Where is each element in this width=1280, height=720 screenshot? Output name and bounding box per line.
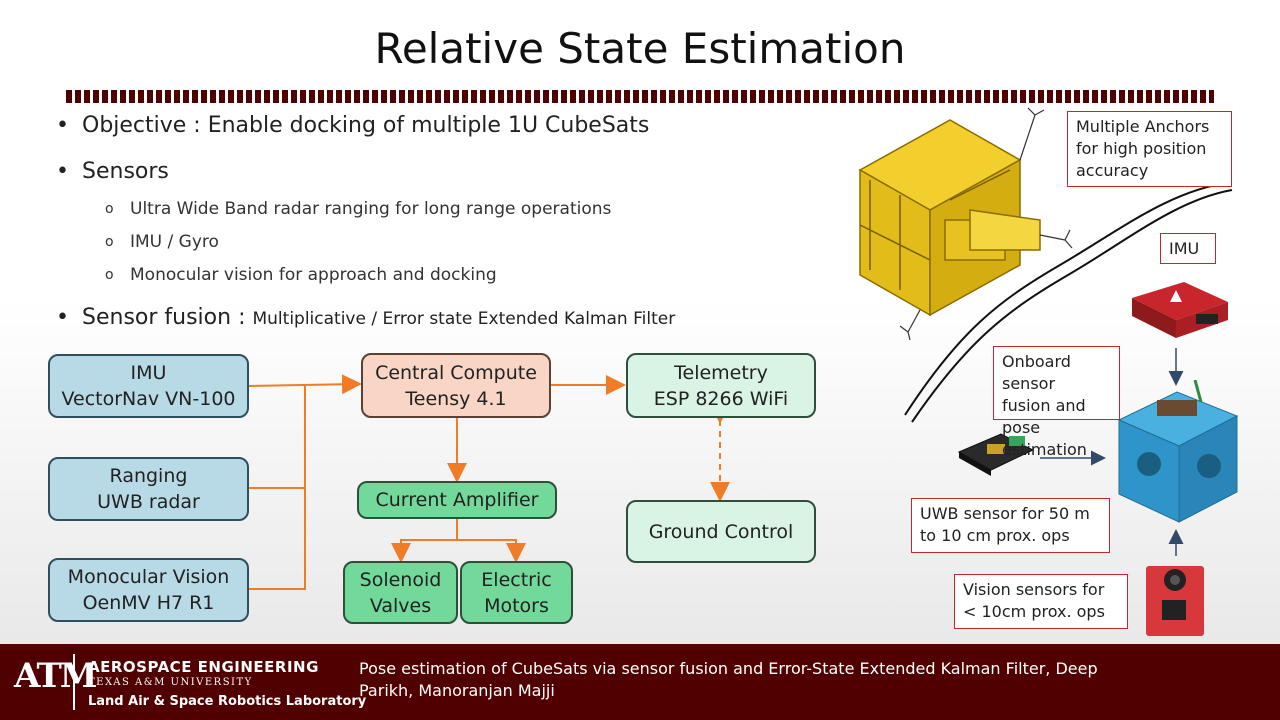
imu-sensor-image: [1132, 282, 1228, 338]
ground-control-box: Ground Control: [626, 500, 816, 563]
citation-line: Parikh, Manoranjan Majji: [359, 681, 555, 700]
sensors-text: Sensors: [82, 159, 169, 184]
callout-line: IMU: [1169, 239, 1200, 258]
vision-callout: Vision sensors for < 10cm prox. ops: [954, 574, 1128, 629]
slide-title: Relative State Estimation: [374, 24, 906, 73]
compute-box-subtitle: Teensy 4.1: [405, 387, 507, 410]
logo-divider: [73, 654, 75, 710]
electric-motors-box: Electric Motors: [460, 561, 573, 624]
fusion-label: Sensor fusion :: [82, 305, 246, 330]
citation-line: Pose estimation of CubeSats via sensor f…: [359, 659, 1098, 678]
ground-box-title: Ground Control: [648, 520, 794, 543]
objective-text: Objective : Enable docking of multiple 1…: [82, 113, 650, 138]
callout-line: to 10 cm prox. ops: [920, 526, 1070, 545]
imu-callout: IMU: [1160, 233, 1216, 264]
telemetry-box-subtitle: ESP 8266 WiFi: [653, 387, 789, 410]
sensor-item: o IMU / Gyro: [105, 232, 219, 252]
central-compute-box: Central Compute Teensy 4.1: [361, 353, 551, 418]
sensor-item-text: Ultra Wide Band radar ranging for long r…: [130, 199, 612, 219]
sub-bullet: o: [105, 201, 114, 217]
callout-line: Multiple Anchors: [1076, 117, 1210, 136]
callout-line: estimation: [1002, 440, 1087, 459]
uwb-sensor-image: [957, 433, 1035, 476]
imu-box-subtitle: VectorNav VN-100: [61, 388, 236, 410]
compute-box-title: Central Compute: [375, 361, 537, 384]
callout-line: for high position: [1076, 139, 1207, 158]
sensor-item: o Ultra Wide Band radar ranging for long…: [105, 199, 612, 219]
imu-box-title: IMU: [130, 362, 167, 384]
ranging-box-subtitle: UWB radar: [97, 491, 200, 513]
bullet-sensors: • Sensors: [56, 159, 169, 184]
dept-name: AEROSPACE ENGINEERING: [88, 658, 319, 676]
solenoid-box-subtitle: Valves: [369, 594, 432, 617]
fusion-detail: Multiplicative / Error state Extended Ka…: [252, 309, 676, 329]
university-name: TEXAS A&M UNIVERSITY: [88, 677, 253, 688]
bullet-dot: •: [56, 305, 69, 330]
callout-line: Vision sensors for: [963, 580, 1105, 599]
sub-bullet: o: [105, 267, 114, 283]
title-divider: [66, 90, 1214, 103]
uwb-callout: UWB sensor for 50 m to 10 cm prox. ops: [911, 498, 1110, 553]
sensor-item-text: IMU / Gyro: [130, 232, 219, 252]
bullet-dot: •: [56, 159, 69, 184]
anchors-callout: Multiple Anchors for high position accur…: [1067, 111, 1232, 187]
cubesat-frame-image: [858, 107, 1073, 340]
motors-box-subtitle: Motors: [484, 594, 549, 617]
vision-box-title: Monocular Vision: [67, 566, 230, 588]
sub-bullet: o: [105, 234, 114, 250]
citation: Pose estimation of CubeSats via sensor f…: [359, 658, 1098, 702]
cubesat-prototype-image: [1117, 380, 1239, 523]
vision-box-subtitle: OenMV H7 R1: [82, 592, 215, 614]
bullet-objective: • Objective : Enable docking of multiple…: [56, 113, 650, 138]
solenoid-valves-box: Solenoid Valves: [343, 561, 458, 624]
bullet-fusion: • Sensor fusion : Multiplicative / Error…: [56, 305, 676, 330]
telemetry-box: Telemetry ESP 8266 WiFi: [626, 353, 816, 418]
current-amplifier-box: Current Amplifier: [357, 481, 557, 519]
vision-box: Monocular Vision OenMV H7 R1: [48, 558, 249, 622]
telemetry-box-title: Telemetry: [674, 361, 768, 384]
onboard-fusion-callout: Onboard sensor fusion and pose estimatio…: [993, 346, 1120, 459]
amplifier-box-title: Current Amplifier: [375, 489, 539, 511]
sensor-item-text: Monocular vision for approach and dockin…: [130, 265, 497, 285]
callout-line: accuracy: [1076, 161, 1149, 180]
vision-sensor-image: [1146, 566, 1204, 636]
callout-line: UWB sensor for 50 m: [920, 504, 1090, 523]
callout-line: Onboard sensor: [1002, 352, 1071, 393]
sensor-item: o Monocular vision for approach and dock…: [105, 265, 497, 285]
callout-line: fusion and pose: [1002, 396, 1086, 437]
motors-box-title: Electric: [481, 568, 552, 591]
footer-bar: ATM AEROSPACE ENGINEERING TEXAS A&M UNIV…: [0, 644, 1280, 720]
tamu-logo: ATM: [14, 656, 97, 696]
solenoid-box-title: Solenoid: [359, 568, 442, 591]
bullet-dot: •: [56, 113, 69, 138]
ranging-box: Ranging UWB radar: [48, 457, 249, 521]
lab-name: Land Air & Space Robotics Laboratory: [88, 694, 367, 709]
ranging-box-title: Ranging: [109, 465, 188, 487]
callout-line: < 10cm prox. ops: [963, 602, 1105, 621]
imu-box: IMU VectorNav VN-100: [48, 354, 249, 418]
